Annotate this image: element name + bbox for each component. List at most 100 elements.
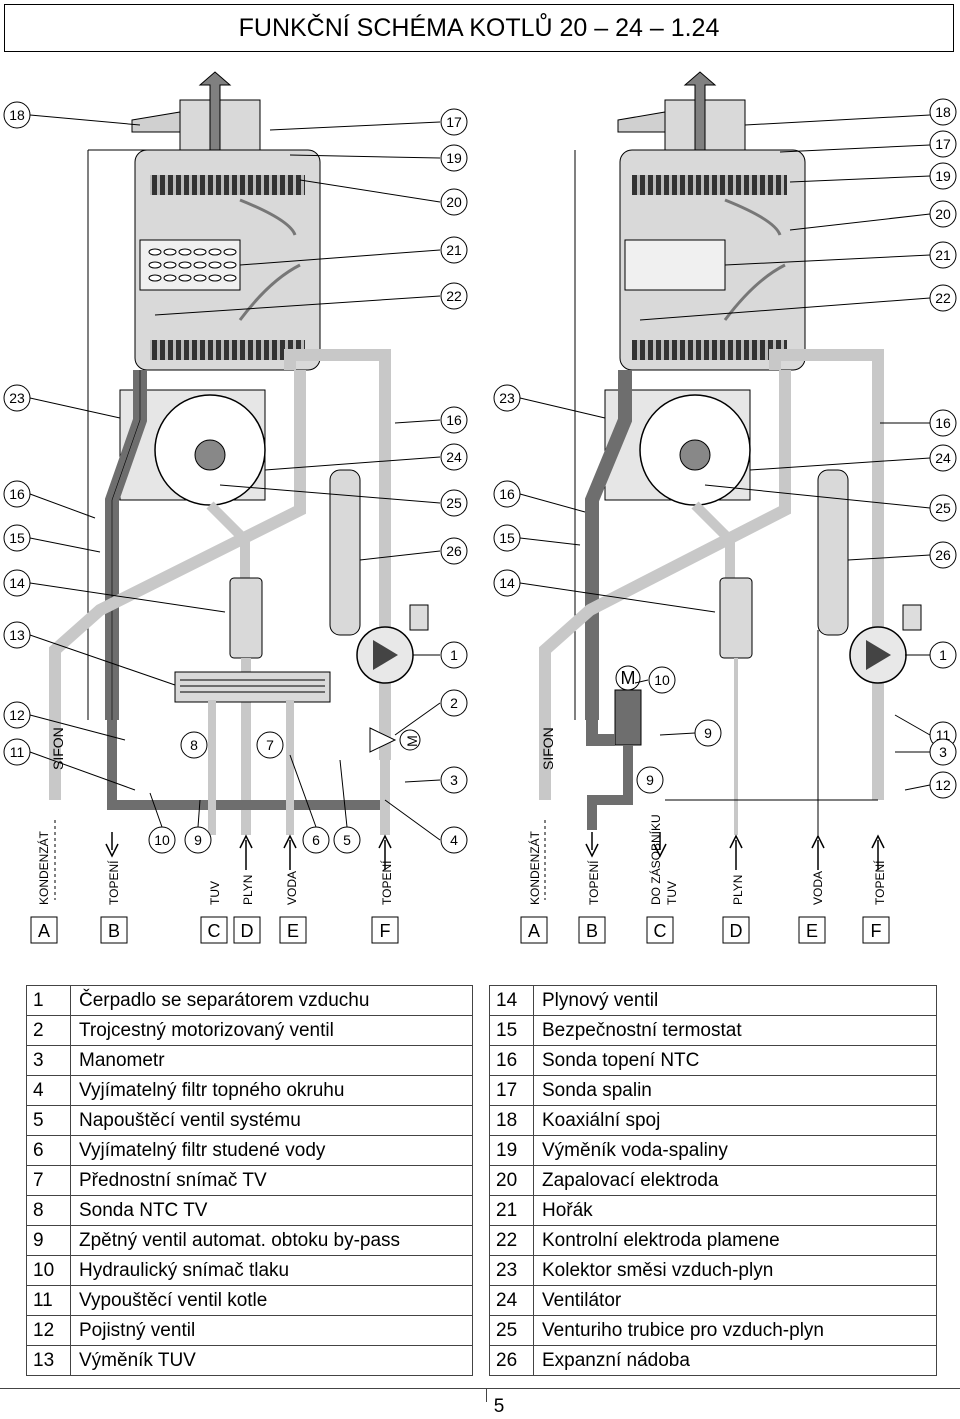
motor-symbol: M: [621, 668, 636, 688]
connection-label: DO ZÁSOBNÍKU: [648, 814, 663, 905]
legend-text: Kolektor směsi vzduch-plyn: [533, 1255, 937, 1286]
connection-label: TOPENÍ: [379, 860, 394, 905]
callout-17: 17: [929, 130, 957, 158]
svg-text:9: 9: [704, 725, 712, 741]
svg-text:1: 1: [939, 647, 947, 663]
callout-7: 7: [256, 731, 284, 759]
callout-26: 26: [440, 537, 468, 565]
legend-number: 2: [26, 1015, 71, 1046]
svg-text:7: 7: [266, 737, 274, 753]
callout-22: 22: [929, 284, 957, 312]
svg-text:6: 6: [312, 832, 320, 848]
svg-text:21: 21: [935, 247, 951, 263]
svg-text:16: 16: [9, 486, 25, 502]
legend-number: 10: [26, 1255, 71, 1286]
left-sifon-label: SIFON: [50, 727, 66, 770]
page-number: 5: [493, 1396, 505, 1417]
legend-text: Sonda NTC TV: [70, 1195, 473, 1226]
svg-text:18: 18: [935, 104, 951, 120]
svg-text:9: 9: [646, 772, 654, 788]
svg-text:2: 2: [450, 695, 458, 711]
legend-number: 24: [489, 1285, 534, 1316]
callout-6: 6: [302, 826, 330, 854]
callout-18: 18: [3, 101, 31, 129]
callout-26: 26: [929, 541, 957, 569]
callout-3: 3: [929, 738, 957, 766]
legend-number: 18: [489, 1105, 534, 1136]
connection-label: KONDENZÁT: [36, 830, 51, 905]
legend-number: 19: [489, 1135, 534, 1166]
svg-text:3: 3: [939, 744, 947, 760]
legend-number: 16: [489, 1045, 534, 1076]
legend-text: Kontrolní elektroda plamene: [533, 1225, 937, 1256]
svg-text:12: 12: [935, 777, 951, 793]
legend-text: Výměník voda-spaliny: [533, 1135, 937, 1166]
callout-25: 25: [929, 494, 957, 522]
legend-number: 3: [26, 1045, 71, 1076]
callout-10: 10: [148, 826, 176, 854]
legend-text: Zpětný ventil automat. obtoku by-pass: [70, 1225, 473, 1256]
right-sifon-label: SIFON: [540, 727, 556, 770]
legend-text: Pojistný ventil: [70, 1315, 473, 1346]
callout-5: 5: [333, 826, 361, 854]
legend-number: 21: [489, 1195, 534, 1226]
svg-text:10: 10: [154, 832, 170, 848]
svg-text:4: 4: [450, 832, 458, 848]
callout-25: 25: [440, 489, 468, 517]
connection-letter: B: [108, 921, 120, 941]
legend-text: Ventilátor: [533, 1285, 937, 1316]
connection-letter: E: [287, 921, 299, 941]
svg-text:18: 18: [9, 107, 25, 123]
legend-text: Koaxiální spoj: [533, 1105, 937, 1136]
legend-text: Vyjímatelný filtr studené vody: [70, 1135, 473, 1166]
connection-letter: C: [654, 921, 667, 941]
legend-number: 12: [26, 1315, 71, 1346]
callout-24: 24: [440, 443, 468, 471]
callout-19: 19: [440, 144, 468, 172]
legend-text: Plynový ventil: [533, 985, 937, 1016]
svg-text:21: 21: [446, 242, 462, 258]
connection-label: TUV: [208, 881, 222, 905]
connection-label: KONDENZÁT: [527, 830, 542, 905]
callout-15: 15: [3, 524, 31, 552]
callout-20: 20: [440, 188, 468, 216]
svg-text:1: 1: [450, 647, 458, 663]
svg-text:14: 14: [9, 575, 25, 591]
svg-text:14: 14: [499, 575, 515, 591]
callout-1: 1: [440, 641, 468, 669]
callout-1: 1: [929, 641, 957, 669]
right-callouts: 18 17 19 20 21 22 23 16 24 16 25 15 26 1…: [493, 98, 957, 799]
callout-17: 17: [440, 108, 468, 136]
callout-8: 8: [180, 731, 208, 759]
svg-text:8: 8: [190, 737, 198, 753]
svg-text:26: 26: [446, 543, 462, 559]
svg-text:11: 11: [10, 744, 25, 760]
legend-text: Bezpečnostní termostat: [533, 1015, 937, 1046]
connection-letter: C: [208, 921, 221, 941]
connection-letter: D: [241, 921, 254, 941]
callout-16b: 16: [3, 480, 31, 508]
legend-number: 5: [26, 1105, 71, 1136]
callout-22: 22: [440, 282, 468, 310]
legend-text: Čerpadlo se separátorem vzduchu: [70, 985, 473, 1016]
left-connection-letters: A B C D E F: [30, 916, 399, 944]
connection-label: TOPENÍ: [872, 860, 887, 905]
legend-number: 1: [26, 985, 71, 1016]
page-title: FUNKČNÍ SCHÉMA KOTLŮ 20 – 24 – 1.24: [4, 4, 954, 52]
svg-text:16: 16: [446, 412, 462, 428]
callout-19: 19: [929, 162, 957, 190]
callout-24: 24: [929, 444, 957, 472]
svg-text:23: 23: [499, 390, 515, 406]
legend-number: 8: [26, 1195, 71, 1226]
